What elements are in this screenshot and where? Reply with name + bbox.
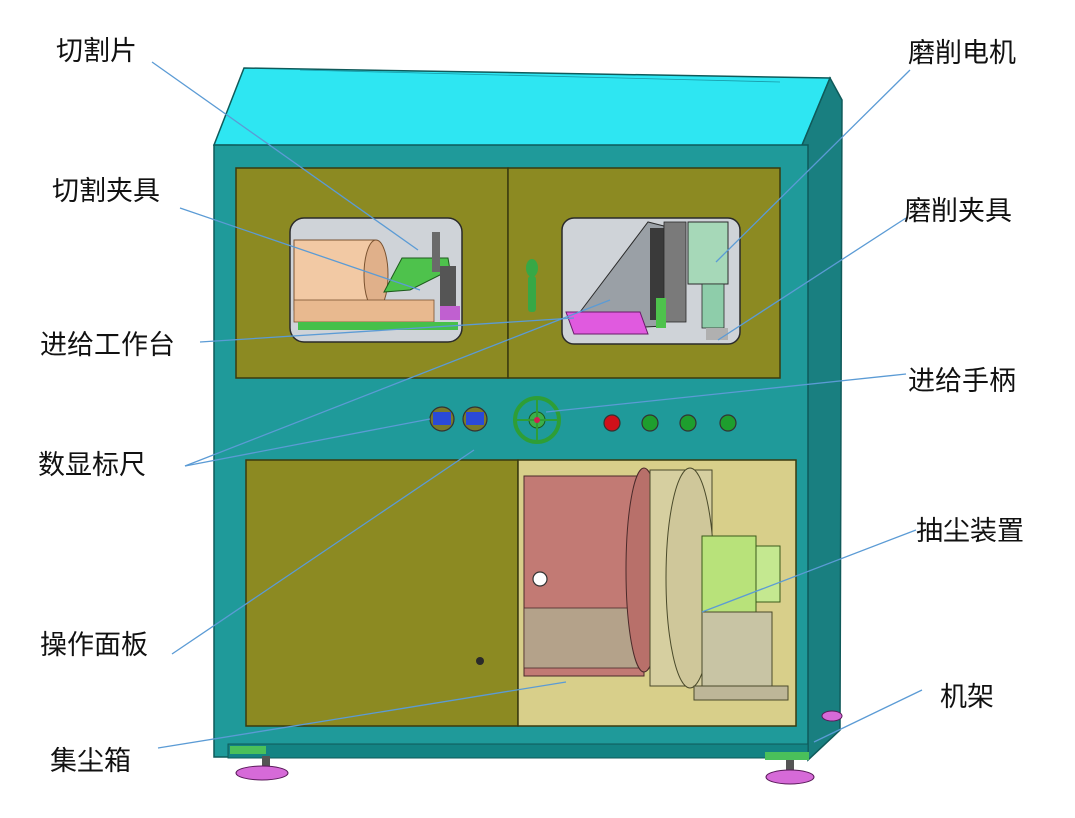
label-feed-table: 进给工作台 (40, 330, 175, 361)
label-grinding-motor: 磨削电机 (908, 38, 1016, 69)
leader-grinding-fixture (717, 217, 907, 341)
dust-collector-bay (517, 459, 797, 727)
label-dust-box: 集尘箱 (50, 746, 131, 777)
label-cutting-blade: 切割片 (56, 36, 137, 67)
grinding-window (561, 217, 741, 345)
label-grinding-fixture: 磨削夹具 (904, 196, 1012, 227)
leader-cutting-fixture (179, 207, 421, 291)
leader-dust-box (157, 681, 567, 749)
labels: 切割片 切割夹具 进给工作台 数显标尺 操作面板 集尘箱 磨削电机 磨削夹具 进… (38, 36, 1024, 777)
leader-feed-handle (545, 373, 907, 413)
leader-digital-scale-a (184, 299, 611, 467)
label-feed-handle: 进给手柄 (908, 366, 1016, 397)
label-frame: 机架 (940, 682, 994, 713)
label-control-panel: 操作面板 (40, 630, 148, 661)
label-digital-scale: 数显标尺 (38, 450, 146, 481)
feed-lever (526, 259, 538, 312)
leader-cutting-blade (151, 61, 419, 251)
cutting-window (289, 217, 463, 343)
foot-left (235, 756, 289, 781)
leader-digital-scale-b (184, 418, 431, 467)
foot-back-right (821, 710, 843, 722)
leader-grinding-motor (715, 69, 911, 263)
leader-lines (151, 61, 923, 749)
label-dust-extractor: 抽尘装置 (916, 516, 1024, 547)
lower-door-left (245, 459, 519, 727)
leader-control-panel (171, 449, 475, 655)
leader-frame (813, 689, 923, 743)
leader-dust-extractor (701, 529, 917, 613)
foot-right (765, 760, 815, 785)
leader-feed-table (199, 317, 575, 343)
label-cutting-fixture: 切割夹具 (52, 176, 160, 207)
